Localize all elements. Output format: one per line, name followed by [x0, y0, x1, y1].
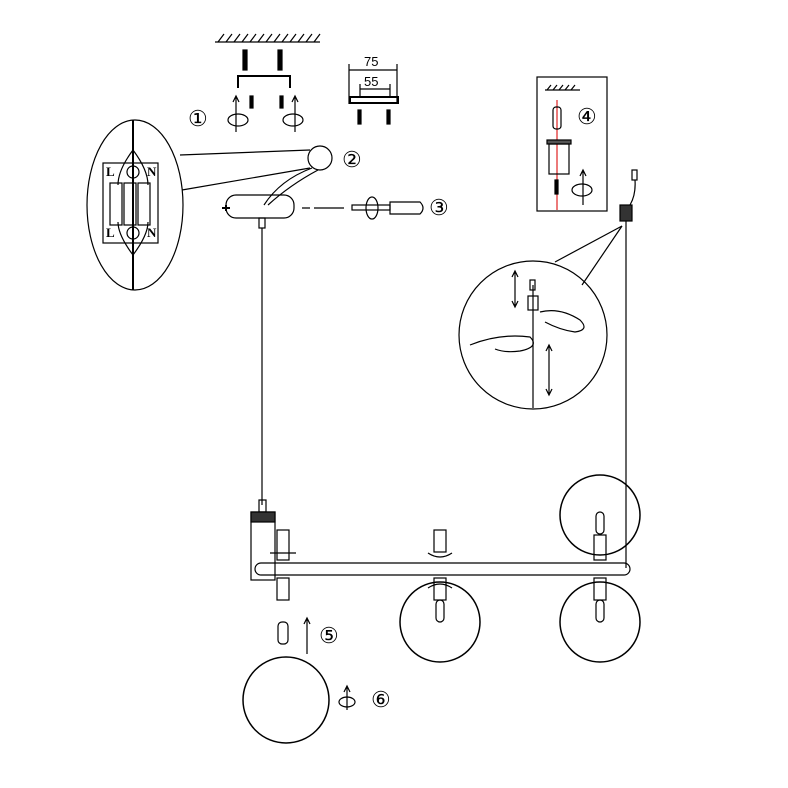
step-1-label: ①: [188, 106, 208, 131]
terminal-n-top: N: [147, 164, 157, 179]
step-2-label: ②: [342, 147, 362, 172]
terminal-l-bottom: L: [106, 225, 115, 240]
ceiling-mount-bracket: [215, 33, 321, 132]
cable-anchor-detail: [536, 76, 608, 212]
socket-right: [593, 534, 607, 601]
dimension-75: 75: [364, 54, 379, 69]
step-3-label: ③: [429, 195, 449, 220]
dimension-55: 55: [364, 74, 379, 89]
screwdriver: [351, 196, 424, 220]
socket-middle: [427, 529, 453, 601]
socket-left: [270, 529, 296, 601]
bracket-dimensions: [348, 64, 399, 125]
terminal-l-top: L: [106, 164, 115, 179]
canopy: [222, 194, 344, 505]
cable-gripper-magnifier: [458, 169, 638, 568]
step-4-label: ④: [577, 104, 597, 129]
terminal-n-bottom: N: [147, 225, 157, 240]
step-5-label: ⑤: [319, 623, 339, 648]
terminal-block-magnifier: [86, 119, 333, 291]
pendant-fixture: [250, 474, 641, 663]
bulb-and-globe: [242, 616, 356, 744]
step-6-label: ⑥: [371, 687, 391, 712]
